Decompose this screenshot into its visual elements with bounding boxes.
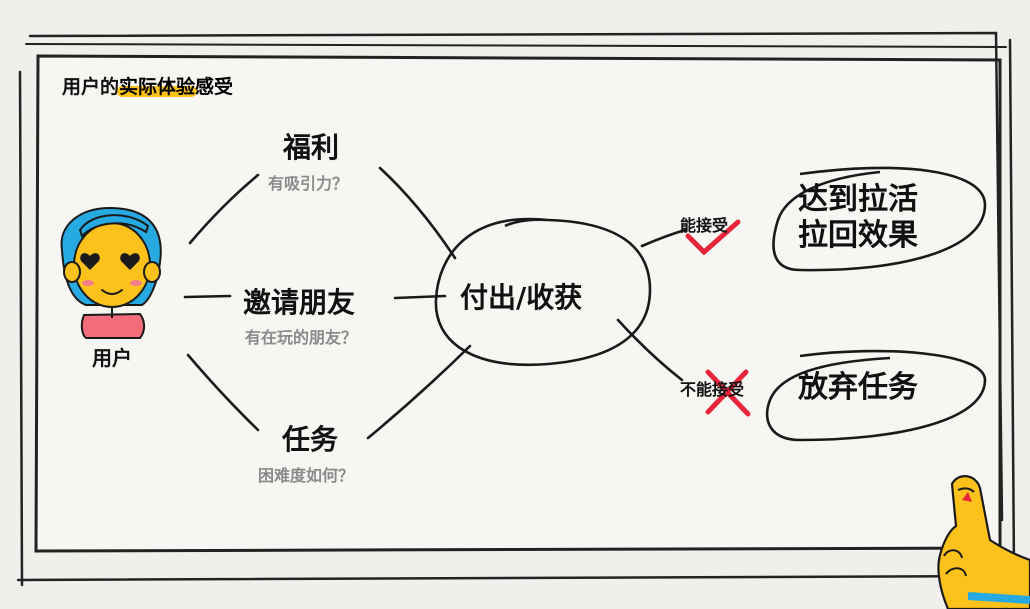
accept-condition: 能接受 (680, 216, 729, 235)
line-user-fuli (188, 173, 260, 245)
line-user-task (186, 353, 260, 432)
line-user-invite (183, 294, 232, 299)
factor-fuli-label: 福利 (283, 131, 340, 164)
accept-outcome-line1: 达到拉活 (798, 182, 918, 217)
reject-outcome-ellipse (765, 349, 987, 442)
pointing-hand (937, 475, 1030, 609)
reject-outcome: 放弃任务 (798, 370, 918, 405)
check-mark (685, 219, 741, 256)
cross-mark (705, 369, 751, 417)
title-prefix: 用户的 (62, 76, 120, 98)
factor-task-hint: 困难度如何？ (258, 466, 355, 485)
accept-outcome-ellipse (772, 166, 987, 272)
factor-task-label: 任务 (282, 423, 339, 456)
reject-condition: 不能接受 (680, 380, 745, 399)
user-avatar (60, 206, 162, 339)
line-fuli-center (378, 166, 457, 260)
title-highlight: 实际体验 (117, 76, 198, 98)
line-center-reject (616, 318, 684, 382)
user-label: 用户 (92, 346, 132, 370)
line-task-center (366, 344, 472, 440)
factor-invite-hint: 有在玩的朋友？ (245, 328, 358, 347)
title-suffix: 感受 (195, 76, 234, 98)
factor-invite-label: 邀请朋友 (243, 286, 356, 319)
line-center-accept (640, 228, 687, 248)
accept-outcome-line2: 拉回效果 (798, 218, 918, 253)
diagram-title: 用户的实际体验感受 (62, 72, 233, 99)
center-label: 付出/收获 (460, 281, 583, 314)
center-ellipse (434, 217, 652, 367)
factor-fuli-hint: 有吸引力？ (268, 174, 349, 193)
